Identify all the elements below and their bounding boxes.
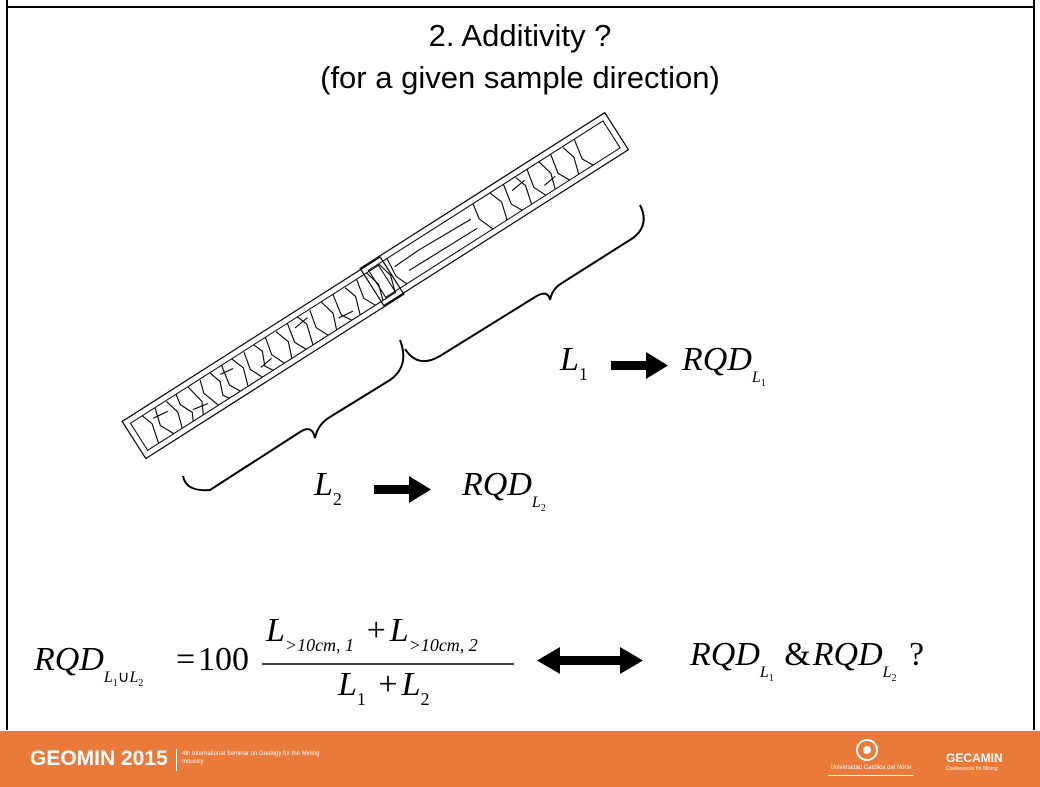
label-l1-letter: L [560, 341, 579, 378]
double-arrow-icon [537, 647, 643, 674]
denominator-l1: L [338, 666, 357, 703]
brace-l2 [183, 340, 403, 490]
denominator-plus: + [378, 666, 397, 703]
formula-rhs: RQDL1 &RQDL2 ? [690, 636, 924, 674]
footer-university: Universidad Católica del Norte [818, 765, 924, 771]
brace-l1 [405, 205, 644, 361]
rhs-rqd1-sub-1: 1 [769, 673, 774, 684]
label-rqd-l1-sub-1: 1 [761, 378, 766, 389]
fracture-lines-l2 [141, 271, 387, 444]
formula-lhs: RQDL1∪L2 [34, 641, 143, 679]
formula-factor: 100 [198, 641, 249, 679]
label-rqd-l1: RQDL1 [682, 341, 766, 379]
rhs-amp: & [784, 636, 810, 673]
footer-brand: GEOMIN 2015 [30, 747, 168, 771]
formula-numerator: L>10cm, 1 +L>10cm, 2 [266, 612, 478, 650]
core-segment-l2 [122, 257, 404, 459]
formula-lhs-union: ∪ [118, 669, 130, 686]
rhs-question: ? [909, 636, 924, 673]
formula-denominator: L1 +L2 [338, 666, 430, 704]
label-l2-sub: 2 [333, 489, 342, 509]
footer-university-underline [828, 775, 914, 776]
numerator-l1: L [266, 612, 285, 649]
footer-subtitle: 4th International Seminar on Geology for… [182, 750, 322, 766]
footer-gecamin-logo: GECAMIN [946, 751, 1003, 765]
label-l2: L2 [314, 466, 342, 504]
core-segment-l1 [360, 113, 628, 306]
rhs-rqd2-sub-2: 2 [892, 673, 897, 684]
arrow-l1-icon [611, 352, 668, 379]
rhs-rqd2-sub-l: L [883, 664, 892, 681]
label-rqd-l1-text: RQD [682, 341, 752, 378]
label-rqd-l2: RQDL2 [462, 466, 546, 504]
denominator-l2: L [402, 666, 421, 703]
label-l1: L1 [560, 341, 588, 379]
university-logo-icon [856, 739, 878, 761]
formula-equals: = [176, 641, 195, 679]
numerator-l1-sub: >10cm, 1 [285, 635, 354, 655]
rhs-rqd2: RQD [813, 636, 883, 673]
arrow-l2-icon [374, 476, 431, 503]
footer-bar: GEOMIN 2015 4th International Seminar on… [0, 731, 1040, 787]
numerator-l2-sub: >10cm, 2 [409, 635, 478, 655]
formula-lhs-sub-l1: L [104, 669, 113, 686]
numerator-l2: L [390, 612, 409, 649]
label-l1-sub: 1 [579, 364, 588, 384]
footer-gecamin-subtitle: Conferences for Mining [946, 766, 998, 772]
label-l2-letter: L [314, 466, 333, 503]
footer-separator [176, 749, 177, 771]
label-rqd-l2-sub-2: 2 [541, 503, 546, 514]
denominator-l1-sub: 1 [357, 689, 366, 709]
numerator-plus: + [367, 612, 386, 649]
label-rqd-l1-sub-l: L [752, 369, 761, 386]
label-rqd-l2-text: RQD [462, 466, 532, 503]
rhs-rqd1: RQD [690, 636, 760, 673]
label-rqd-l2-sub-l: L [532, 494, 541, 511]
denominator-l2-sub: 2 [421, 689, 430, 709]
fracture-lines-l1 [378, 138, 593, 291]
formula-lhs-sub-2: 2 [138, 678, 143, 689]
formula-lhs-rqd: RQD [34, 641, 104, 678]
rhs-rqd1-sub-l: L [760, 664, 769, 681]
